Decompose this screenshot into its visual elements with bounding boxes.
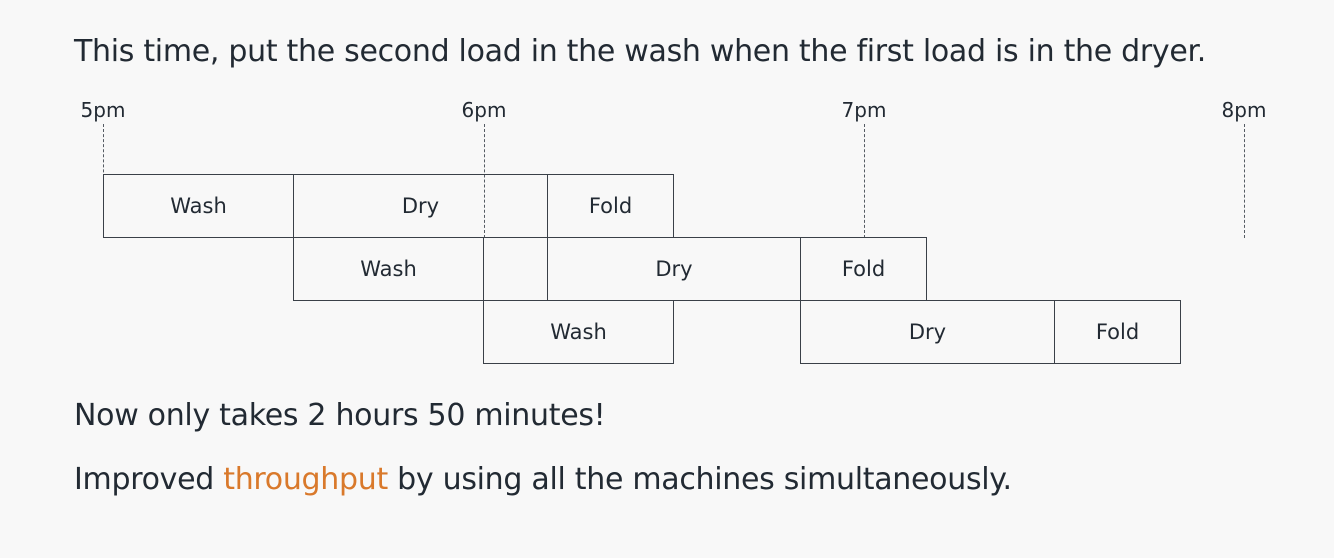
summary-throughput: Improved throughput by using all the mac… (74, 462, 1012, 497)
load-2-dry-box: Dry (547, 237, 801, 301)
load-1-wash-label: Wash (170, 194, 227, 218)
tick-line-6pm (484, 124, 485, 238)
throughput-highlight: throughput (223, 462, 388, 497)
load-1-dry-box: Dry (293, 174, 548, 238)
load-3-dry-label: Dry (908, 320, 947, 344)
load-2-wait-box (483, 237, 548, 301)
time-label-5pm: 5pm (80, 98, 126, 122)
load-2-fold-label: Fold (841, 257, 886, 281)
summary-throughput-prefix: Improved (74, 462, 224, 497)
tick-line-8pm (1244, 124, 1245, 238)
load-3-wash-label: Wash (550, 320, 607, 344)
load-3-wash-box: Wash (483, 300, 674, 364)
load-2-fold-box: Fold (800, 237, 927, 301)
load-1-fold-label: Fold (588, 194, 633, 218)
load-1-wash-box: Wash (103, 174, 294, 238)
time-label-7pm: 7pm (841, 98, 887, 122)
tick-line-7pm (864, 124, 865, 238)
slide-heading: This time, put the second load in the wa… (74, 34, 1207, 69)
summary-duration: Now only takes 2 hours 50 minutes! (74, 398, 606, 433)
load-2-wash-label: Wash (360, 257, 417, 281)
load-2-dry-label: Dry (655, 257, 693, 281)
load-1-dry-label: Dry (401, 194, 440, 218)
time-label-8pm: 8pm (1221, 98, 1267, 122)
summary-throughput-suffix: by using all the machines simultaneously… (387, 462, 1012, 497)
load-2-wash-box: Wash (293, 237, 484, 301)
load-1-fold-box: Fold (547, 174, 674, 238)
time-label-6pm: 6pm (461, 98, 507, 122)
load-3-dry-box: Dry (800, 300, 1055, 364)
load-3-fold-box: Fold (1054, 300, 1181, 364)
load-3-fold-label: Fold (1095, 320, 1140, 344)
